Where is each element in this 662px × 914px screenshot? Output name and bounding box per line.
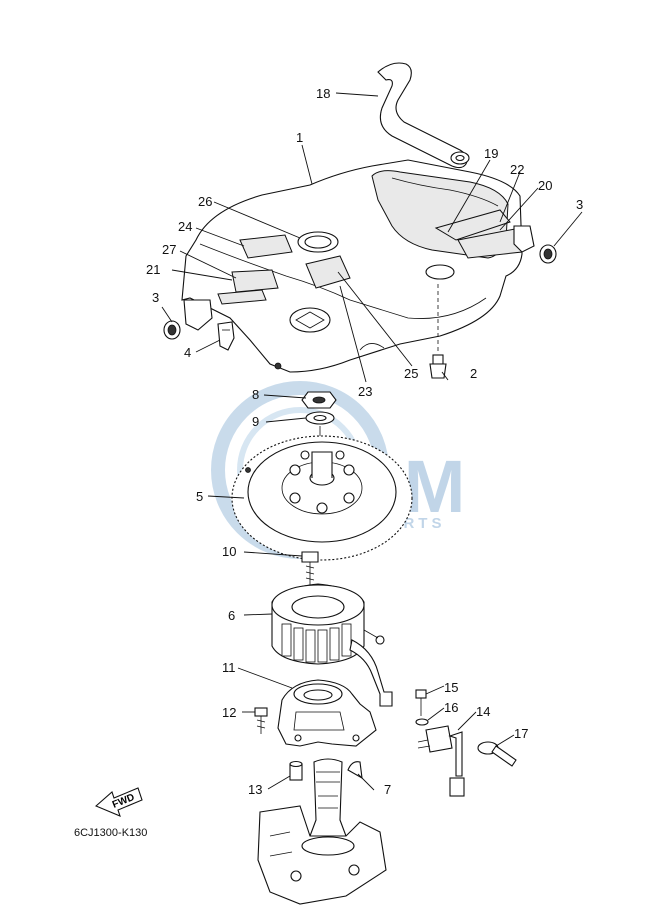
callout-8: 8 <box>252 387 259 402</box>
callout-24: 24 <box>178 219 192 234</box>
washer-part-9 <box>305 411 335 425</box>
callout-23: 23 <box>358 384 372 399</box>
callout-20: 20 <box>538 178 552 193</box>
crankshaft-and-block <box>257 758 387 905</box>
callout-10: 10 <box>222 544 236 559</box>
callout-4: 4 <box>184 345 191 360</box>
stator-base-part-11 <box>277 679 377 747</box>
washer-part-16 <box>415 718 429 726</box>
callout-5: 5 <box>196 489 203 504</box>
callout-6: 6 <box>228 608 235 623</box>
bolt-part-10 <box>301 551 319 586</box>
nut-part-8 <box>301 391 337 409</box>
callout-7: 7 <box>384 782 391 797</box>
hose-part-18 <box>377 62 470 169</box>
callout-17: 17 <box>514 726 528 741</box>
grommet-part-3-right <box>539 244 557 264</box>
forward-direction-arrow: FWD <box>94 787 143 817</box>
leader-lines <box>161 92 583 791</box>
callout-1: 1 <box>296 130 303 145</box>
callout-19: 19 <box>484 146 498 161</box>
callout-15: 15 <box>444 680 458 695</box>
callout-16: 16 <box>444 700 458 715</box>
stator-part-6 <box>271 583 393 707</box>
callout-18: 18 <box>316 86 330 101</box>
callout-26: 26 <box>198 194 212 209</box>
dowel-part-13 <box>289 760 303 781</box>
callout-14: 14 <box>476 704 490 719</box>
flywheel-cover-part-1 <box>181 159 535 373</box>
callout-3-left: 3 <box>152 290 159 305</box>
callout-25: 25 <box>404 366 418 381</box>
callout-3-right: 3 <box>576 197 583 212</box>
grommet-part-3-left <box>163 320 181 340</box>
screw-part-15 <box>415 689 427 716</box>
callout-13: 13 <box>248 782 262 797</box>
callout-11: 11 <box>222 660 236 675</box>
bolt-part-2 <box>429 284 447 379</box>
callout-27: 27 <box>162 242 176 257</box>
callout-2: 2 <box>470 366 477 381</box>
pulser-coil-part-14 <box>417 725 465 797</box>
callouts: 18 1 19 22 20 3 26 24 27 21 3 4 2 25 23 … <box>146 86 583 797</box>
flywheel-part-5 <box>231 435 413 561</box>
callout-22: 22 <box>510 162 524 177</box>
clamp-part-17 <box>477 741 517 767</box>
clip-part-4 <box>217 321 235 351</box>
callout-9: 9 <box>252 414 259 429</box>
callout-21: 21 <box>146 262 160 277</box>
callout-12: 12 <box>222 705 236 720</box>
screw-part-12 <box>254 707 268 734</box>
drawing-code: 6CJ1300-K130 <box>74 827 147 839</box>
